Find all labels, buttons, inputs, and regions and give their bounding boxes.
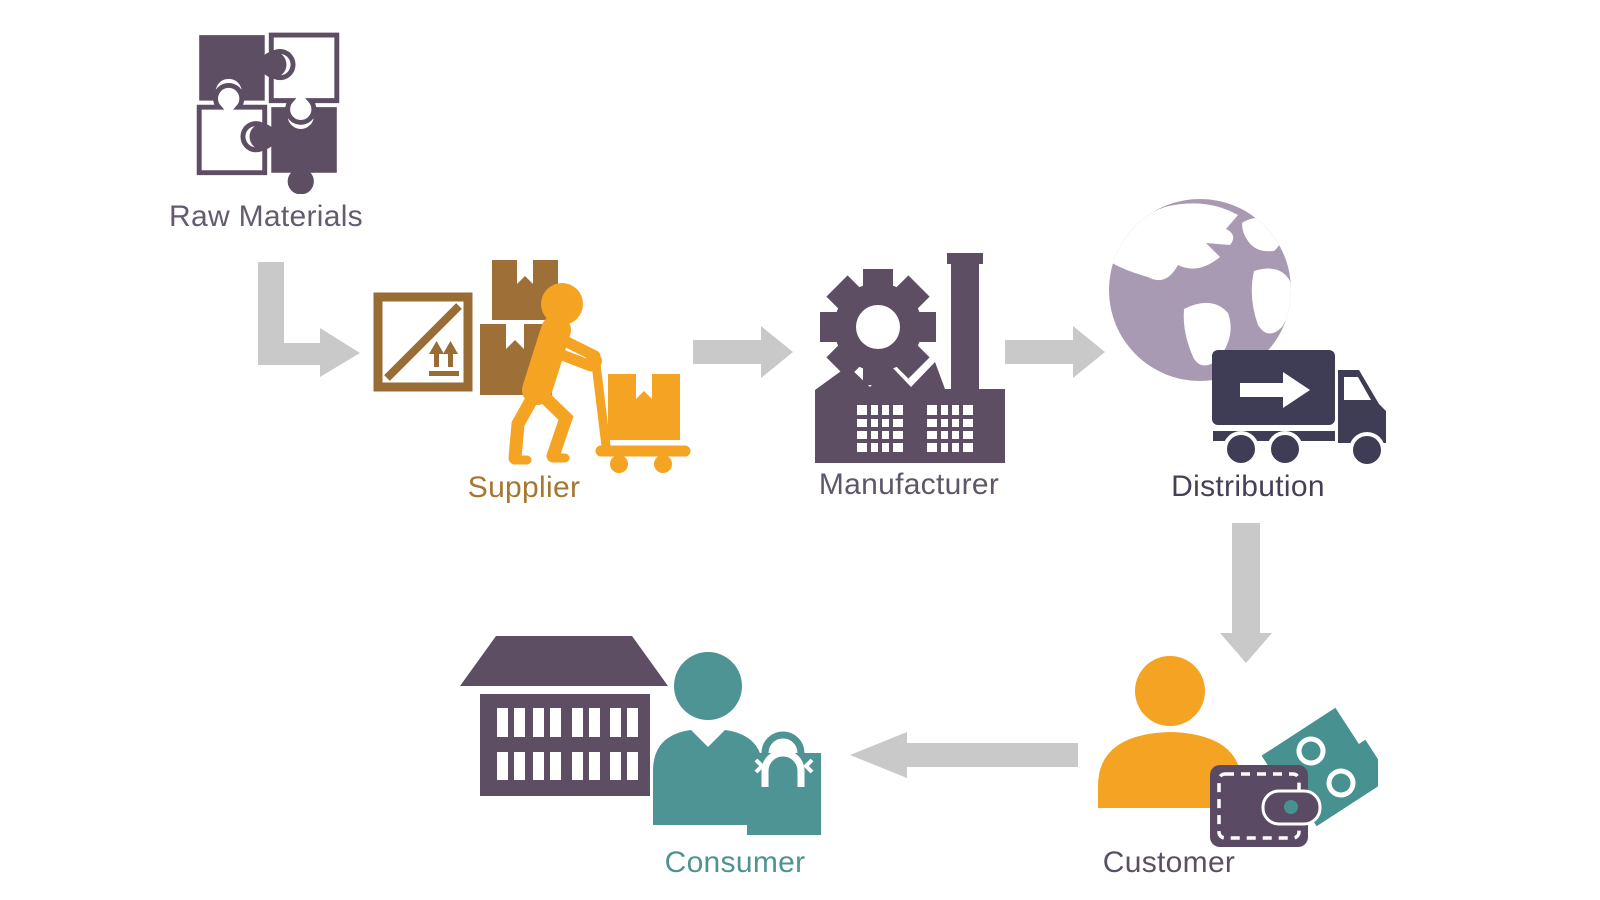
truck-arrow-icon [1240,372,1310,408]
gear-icon [820,269,936,385]
worker-icon [508,283,602,465]
distribution-label: Distribution [1171,470,1325,503]
supplier-label: Supplier [467,471,581,504]
globe-icon [1109,199,1291,381]
truck-icon [1212,350,1386,468]
raw-materials-label: Raw Materials [169,200,363,233]
arrow-supplier-to-manufacturer [693,326,793,378]
customer-person-icon [1098,656,1242,808]
worker-hand-truck-icon [373,260,691,473]
consumer-label: Consumer [664,846,806,879]
wallet-icon [1210,765,1322,847]
customer-label: Customer [1102,846,1236,879]
shopping-bag-icon [747,731,821,835]
hand-truck-icon [591,363,691,473]
factory-gear-icon [815,253,1005,463]
arrow-distribution-to-customer [1220,523,1272,663]
arrow-customer-to-consumer [850,732,1078,778]
manufacturer-label: Manufacturer [818,468,1000,501]
globe-truck-icon [1109,199,1386,468]
store-building-icon [460,636,668,796]
person-wallet-money-icon [1098,656,1378,847]
crate-icon [373,292,473,392]
puzzle-pieces-icon [196,32,340,194]
factory-windows [857,405,973,452]
arrow-raw-materials-to-supplier [258,262,360,377]
shopper-person-icon [653,652,763,825]
store-shopper-bag-icon [460,636,821,835]
arrow-manufacturer-to-distribution [1005,326,1105,378]
